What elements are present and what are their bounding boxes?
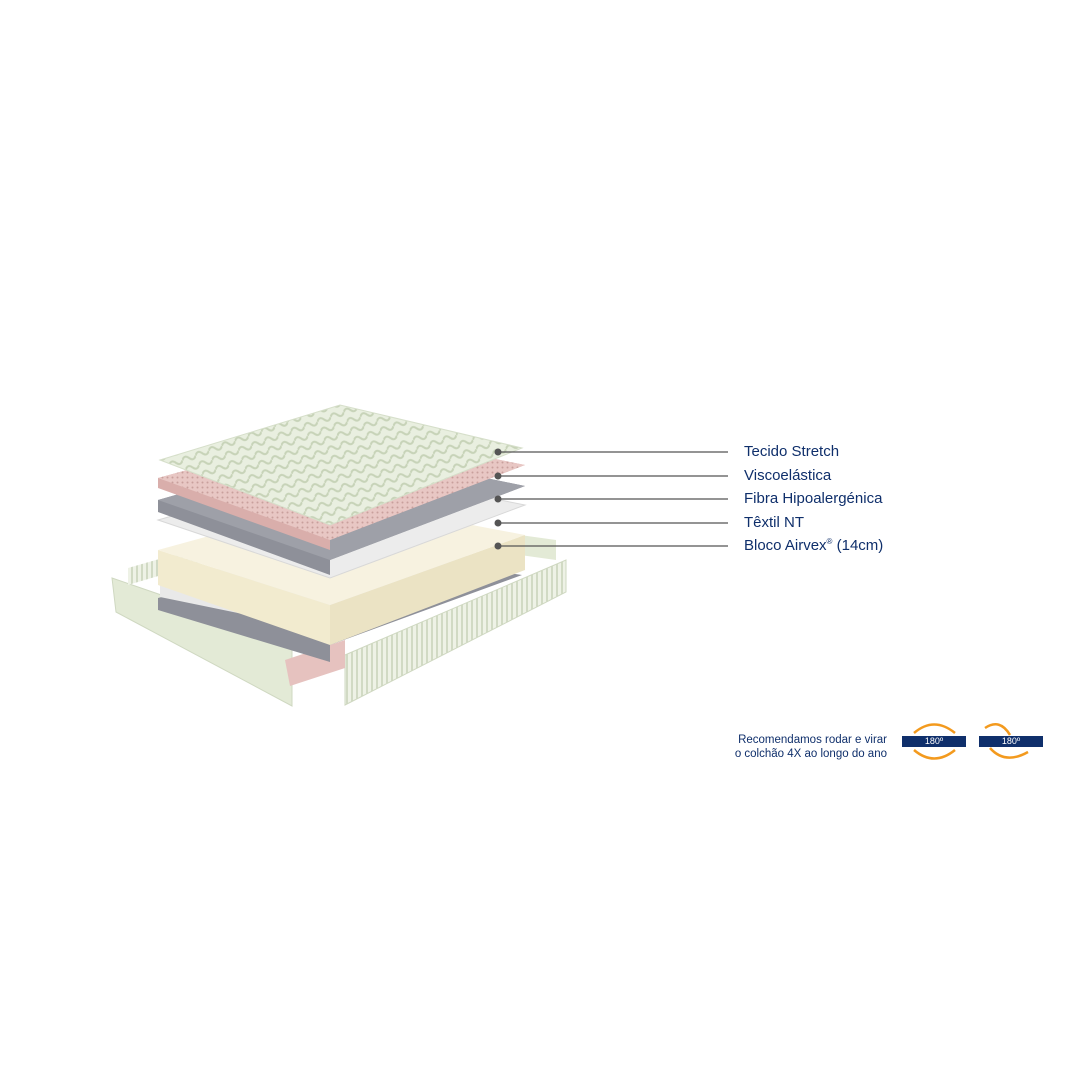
label-bloco-airvex: Bloco Airvex® (14cm) bbox=[744, 537, 883, 554]
leader-dots bbox=[494, 448, 502, 550]
registered-mark: ® bbox=[826, 537, 833, 546]
label-fibra-hipoalergenica: Fibra Hipoalergénica bbox=[744, 490, 883, 507]
foam-block-side-right bbox=[330, 535, 525, 645]
flip-arrows-icon bbox=[984, 723, 1029, 759]
label-bloco-airvex-size: (14cm) bbox=[832, 537, 884, 554]
label-viscoelastica: Viscoelástica bbox=[744, 467, 832, 484]
stretch-fabric-layer bbox=[158, 404, 524, 526]
rotation-recommendation: Recomendamos rodar e virar o colchão 4X … bbox=[735, 733, 887, 761]
rotate-arrows-icon bbox=[913, 723, 956, 760]
label-textil-nt: Têxtil NT bbox=[744, 514, 804, 531]
recommendation-line-1: Recomendamos rodar e virar bbox=[738, 734, 887, 746]
label-tecido-stretch: Tecido Stretch bbox=[744, 443, 840, 460]
foam-block-side bbox=[158, 550, 330, 645]
recommendation-line-2: o colchão 4X ao longo do ano bbox=[734, 748, 887, 760]
leader-lines bbox=[498, 451, 728, 547]
flip-180-badge: 180º bbox=[979, 736, 1043, 747]
rotate-180-badge: 180º bbox=[902, 736, 966, 747]
frame-right-panel bbox=[344, 559, 567, 706]
frame-back-right bbox=[520, 535, 556, 560]
label-bloco-airvex-name: Bloco Airvex bbox=[744, 537, 827, 554]
